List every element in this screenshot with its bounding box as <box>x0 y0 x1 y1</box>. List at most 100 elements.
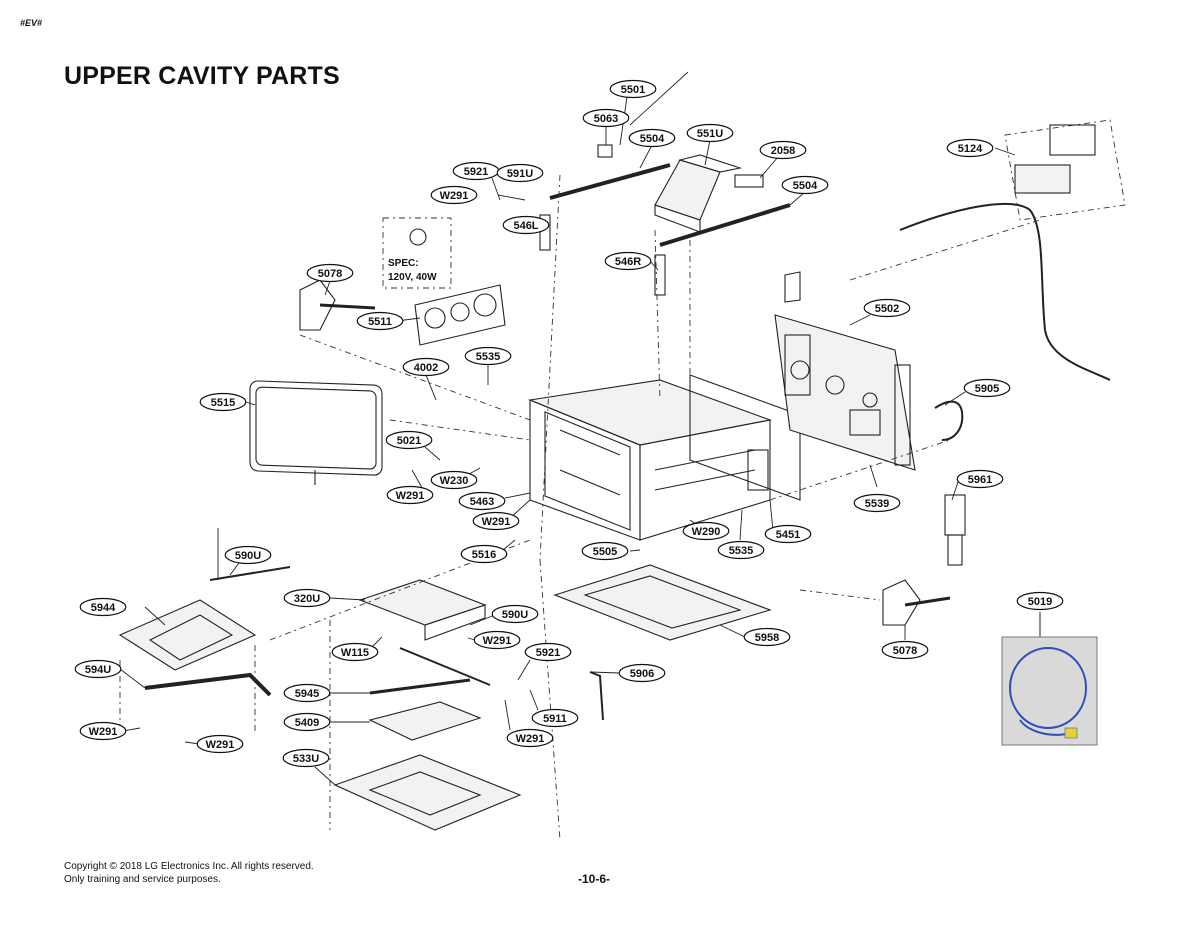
part-label-5958: 5958 <box>743 627 791 647</box>
bracket-5906-drawing <box>589 671 604 721</box>
part-label-text: 5021 <box>397 435 421 447</box>
part-label-W291d: W291 <box>473 630 521 650</box>
part-label-oval <box>759 140 807 160</box>
part-label-text: 5945 <box>295 688 319 700</box>
part-label-text: W291 <box>482 516 511 528</box>
shaft-590U-left-drawing <box>209 566 291 581</box>
part-label-oval <box>582 108 630 128</box>
part-label-text: 5505 <box>593 546 617 558</box>
part-label-5945: 5945 <box>283 683 331 703</box>
part-label-oval <box>458 491 506 511</box>
part-label-5504b: 5504 <box>781 175 829 195</box>
part-label-5944: 5944 <box>79 597 127 617</box>
part-label-text: 4002 <box>414 362 438 374</box>
part-label-590Ua: 590U <box>224 545 272 565</box>
part-label-W115: W115 <box>331 642 379 662</box>
part-label-text: 5958 <box>755 632 779 644</box>
part-label-text: 5535 <box>476 351 500 363</box>
spec-line-1: SPEC: <box>388 258 419 269</box>
part-label-5019: 5019 <box>1016 591 1064 611</box>
part-label-oval <box>682 521 730 541</box>
part-label-text: 5516 <box>472 549 496 561</box>
part-label-oval <box>283 712 331 732</box>
part-label-text: 5944 <box>91 602 116 614</box>
part-label-text: 5501 <box>621 84 645 96</box>
part-label-text: 5463 <box>470 496 494 508</box>
part-label-5124: 5124 <box>946 138 994 158</box>
part-label-text: 5409 <box>295 717 319 729</box>
part-label-text: 5906 <box>630 668 654 680</box>
part-label-oval <box>581 541 629 561</box>
part-label-W291b: W291 <box>386 485 434 505</box>
part-label-5539: 5539 <box>853 493 901 513</box>
part-label-text: 5451 <box>776 529 800 541</box>
part-label-text: 546L <box>513 220 538 232</box>
part-label-oval <box>618 663 666 683</box>
part-label-W291c: W291 <box>472 511 520 531</box>
part-label-text: 5504 <box>640 133 665 145</box>
part-label-5463: 5463 <box>458 491 506 511</box>
part-label-text: 5502 <box>875 303 899 315</box>
part-label-text: W230 <box>440 475 469 487</box>
part-label-oval <box>496 163 544 183</box>
part-label-text: W291 <box>483 635 512 647</box>
part-label-text: 5905 <box>975 383 999 395</box>
part-label-546L: 546L <box>502 215 550 235</box>
part-label-text: 5535 <box>729 545 753 557</box>
bracket-2058-drawing <box>734 174 764 188</box>
part-label-oval <box>531 708 579 728</box>
part-label-text: 320U <box>294 593 320 605</box>
part-label-5505: 5505 <box>581 541 629 561</box>
part-label-oval <box>781 175 829 195</box>
part-label-oval <box>604 251 652 271</box>
part-label-5501: 5501 <box>609 79 657 99</box>
part-label-oval <box>863 298 911 318</box>
latch-5961-drawing <box>944 494 966 566</box>
part-label-oval <box>609 79 657 99</box>
part-label-oval <box>946 138 994 158</box>
part-label-oval <box>331 642 379 662</box>
part-label-text: 590U <box>235 550 261 562</box>
part-label-5535a: 5535 <box>464 346 512 366</box>
part-label-oval <box>524 642 572 662</box>
part-label-text: 5515 <box>211 397 235 409</box>
part-label-oval <box>956 469 1004 489</box>
part-label-text: W291 <box>89 726 118 738</box>
part-label-W291f: W291 <box>79 721 127 741</box>
shaft-center-drawing <box>399 647 491 686</box>
projection-lines <box>119 174 1041 841</box>
part-label-text: 5078 <box>318 268 342 280</box>
back-plate-drawing <box>774 314 916 471</box>
part-label-oval <box>79 721 127 741</box>
part-label-oval <box>473 630 521 650</box>
part-label-5911: 5911 <box>531 708 579 728</box>
part-label-oval <box>628 128 676 148</box>
part-label-text: 5063 <box>594 113 618 125</box>
harness-5124-drawing <box>899 119 1126 381</box>
part-label-oval <box>460 544 508 564</box>
part-label-text: 5921 <box>464 166 488 178</box>
part-label-text: 590U <box>502 609 528 621</box>
part-label-W290: W290 <box>682 521 730 541</box>
bracket-5063-drawing <box>597 144 613 158</box>
part-label-W291e: W291 <box>506 728 554 748</box>
part-label-4002: 4002 <box>402 357 450 377</box>
part-label-5511: 5511 <box>356 311 404 331</box>
part-label-oval <box>74 659 122 679</box>
part-label-text: 5078 <box>893 645 917 657</box>
part-label-text: 5019 <box>1028 596 1052 608</box>
part-label-oval <box>686 123 734 143</box>
page-title: UPPER CAVITY PARTS <box>64 62 340 90</box>
part-label-5451: 5451 <box>764 524 812 544</box>
part-label-text: 5921 <box>536 647 560 659</box>
lamp-spec-box: SPEC: 120V, 40W <box>382 217 452 289</box>
part-label-W230: W230 <box>430 470 478 490</box>
part-label-text: W291 <box>440 190 469 202</box>
part-label-5535b: 5535 <box>717 540 765 560</box>
part-label-text: 591U <box>507 168 533 180</box>
insulation-panel-drawing <box>689 374 801 501</box>
rod-594U-drawing <box>144 672 272 697</box>
